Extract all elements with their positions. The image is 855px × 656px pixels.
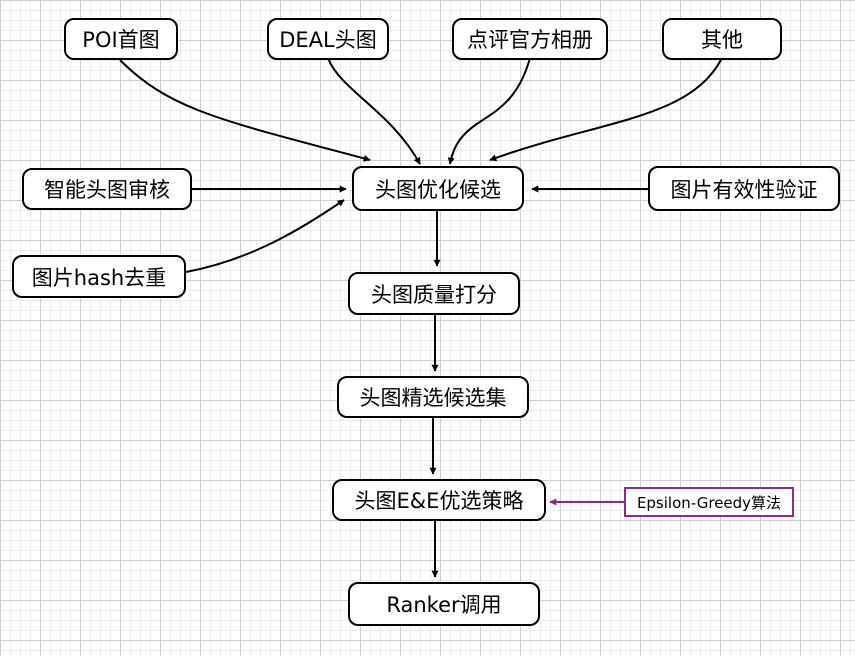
node-image-validity[interactable]: 图片有效性验证 — [648, 166, 840, 211]
node-selected-candidate-set-label: 头图精选候选集 — [359, 386, 507, 410]
edge-dianping-to-candidate — [447, 57, 531, 165]
node-cover-candidate[interactable]: 头图优化候选 — [352, 166, 524, 211]
node-other[interactable]: 其他 — [662, 18, 782, 60]
node-deal-cover-label: DEAL头图 — [279, 28, 377, 52]
node-ee-strategy[interactable]: 头图E&E优选策略 — [332, 479, 546, 521]
edge-dedup-to-candidate — [185, 199, 345, 273]
node-dianping-album[interactable]: 点评官方相册 — [452, 18, 608, 60]
node-dianping-album-label: 点评官方相册 — [467, 28, 593, 52]
node-deal-cover[interactable]: DEAL头图 — [267, 18, 389, 60]
node-hash-dedup[interactable]: 图片hash去重 — [12, 255, 186, 298]
note-epsilon-greedy-label: Epsilon-Greedy算法 — [636, 493, 782, 512]
node-hash-dedup-label: 图片hash去重 — [31, 265, 167, 290]
node-ee-strategy-label: 头图E&E优选策略 — [354, 489, 524, 513]
node-image-validity-label: 图片有效性验证 — [670, 177, 818, 202]
edge-poi-to-candidate — [119, 59, 371, 162]
node-ranker-call[interactable]: Ranker调用 — [348, 582, 540, 626]
node-poi-cover-label: POI首图 — [82, 28, 160, 52]
node-other-label: 其他 — [701, 28, 743, 52]
edge-other-to-candidate — [489, 57, 723, 162]
note-epsilon-greedy[interactable]: Epsilon-Greedy算法 — [624, 487, 794, 517]
edge-deal-to-candidate — [327, 57, 421, 165]
node-smart-audit[interactable]: 智能头图审核 — [22, 168, 192, 210]
node-ranker-call-label: Ranker调用 — [386, 593, 502, 617]
node-quality-scoring[interactable]: 头图质量打分 — [348, 272, 520, 315]
node-quality-scoring-label: 头图质量打分 — [371, 282, 497, 307]
node-selected-candidate-set[interactable]: 头图精选候选集 — [337, 376, 529, 418]
node-poi-cover[interactable]: POI首图 — [64, 18, 178, 60]
node-cover-candidate-label: 头图优化候选 — [375, 177, 501, 202]
node-smart-audit-label: 智能头图审核 — [44, 178, 170, 202]
